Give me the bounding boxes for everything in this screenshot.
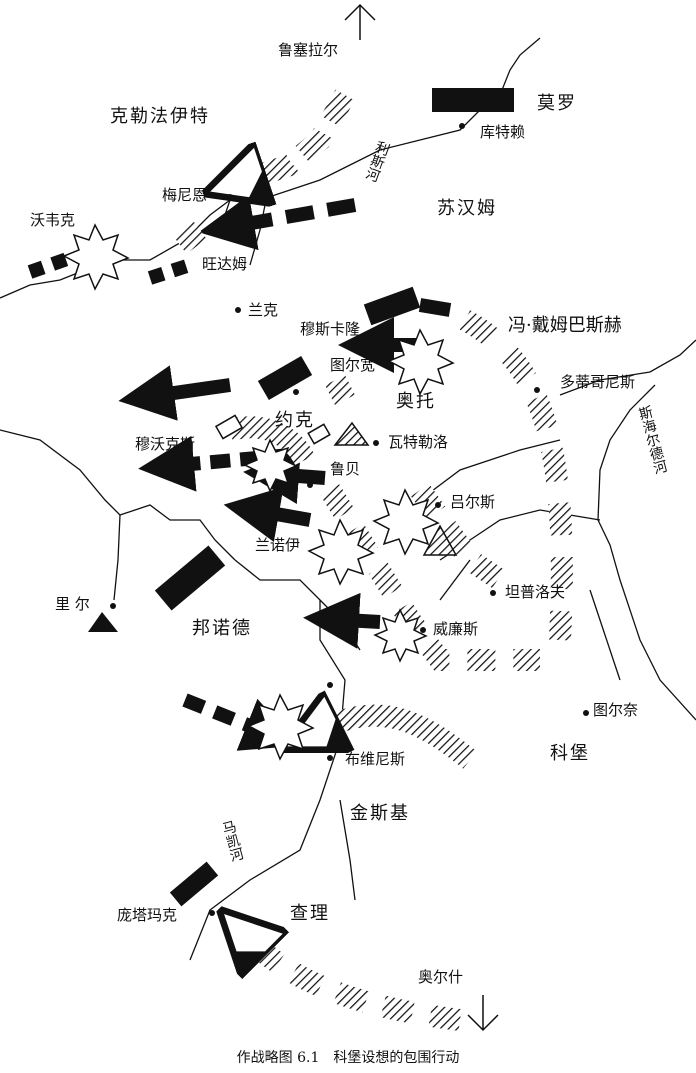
place-tuerkuan: 图尔宽 [330,356,376,374]
region-moro: 莫罗 [537,93,577,114]
region-charles: 查理 [290,903,330,924]
place-woweike: 沃韦克 [30,211,76,229]
lille-fortress-icon [88,612,118,632]
place-lvers: 吕尔斯 [450,493,496,511]
place-duodi: 多蒂哥尼斯 [560,373,636,391]
place-lusaier: 鲁塞拉尔 [278,41,339,59]
south-arrow-icon [467,995,499,1032]
place-lanke: 兰克 [248,301,279,319]
region-fengdaimu: 冯·戴姆巴斯赫 [508,315,622,336]
region-otto: 奥托 [396,391,436,412]
battle-explosions [62,223,455,761]
region-kinsky: 金斯基 [350,803,410,824]
place-wateluo: 瓦特勒洛 [388,433,449,451]
french-hatched-moves [173,89,573,1031]
place-wangdamu: 旺达姆 [202,255,248,273]
place-lannuoyi: 兰诺伊 [255,536,301,554]
place-weiliansi: 威廉斯 [433,620,479,638]
place-lubei: 鲁贝 [330,460,361,478]
triangles [333,421,458,556]
region-bangnuo: 邦诺德 [192,618,252,639]
region-suhan: 苏汉姆 [437,198,497,219]
place-kutelai: 库特赖 [480,123,526,141]
place-tuernai: 图尔奈 [593,701,639,719]
region-york: 约克 [275,410,315,431]
place-meinien: 梅尼恩 [162,186,208,204]
town-dots [110,123,589,916]
north-arrow-icon [344,3,376,40]
place-aoershi: 奥尔什 [418,968,464,986]
place-tanpuluofu: 坦普洛夫 [505,583,566,601]
place-pangtamake: 庞塔玛克 [117,906,178,924]
place-buweinisi: 布维尼斯 [345,750,406,768]
figure-caption: 作战略图 6.1 科堡设想的包围行动 [236,1050,460,1066]
region-coburg: 科堡 [550,743,590,764]
allied-dark-units [154,88,514,907]
place-musikalong: 穆斯卡隆 [300,320,361,338]
scheldt-river [597,384,696,721]
place-lier: 里 尔 [55,595,90,613]
york-positions [214,414,331,445]
place-muwokesi: 穆沃克斯 [135,435,196,453]
region-kleefelt: 克勒法伊特 [110,106,210,127]
